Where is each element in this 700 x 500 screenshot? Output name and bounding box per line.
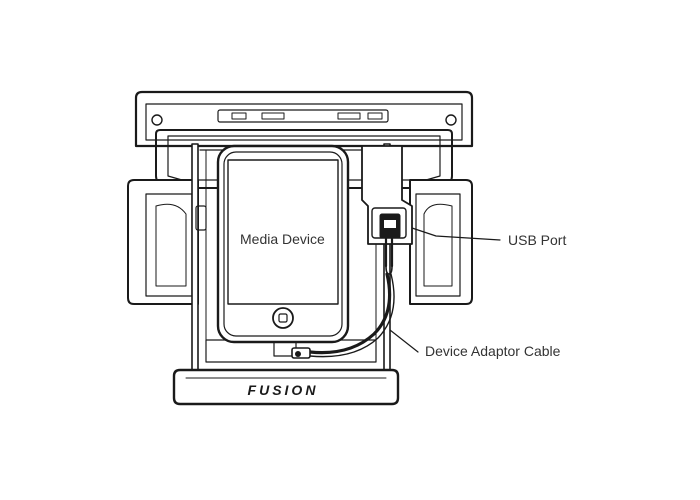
leader-lines [389,227,501,353]
side-wings [127,179,473,305]
usb-port-leader [411,227,501,241]
media-device [216,144,350,357]
home-button-icon [272,307,294,329]
drawer-front: FUSION [172,368,400,406]
device-adaptor-cable-label: Device Adaptor Cable [425,343,561,359]
brand-logo: FUSION [248,382,319,398]
cable-leader [389,329,419,353]
usb-port-label: USB Port [508,232,567,248]
device-adaptor-cable [291,236,395,359]
media-device-label: Media Device [240,231,325,247]
usb-port [361,145,413,245]
